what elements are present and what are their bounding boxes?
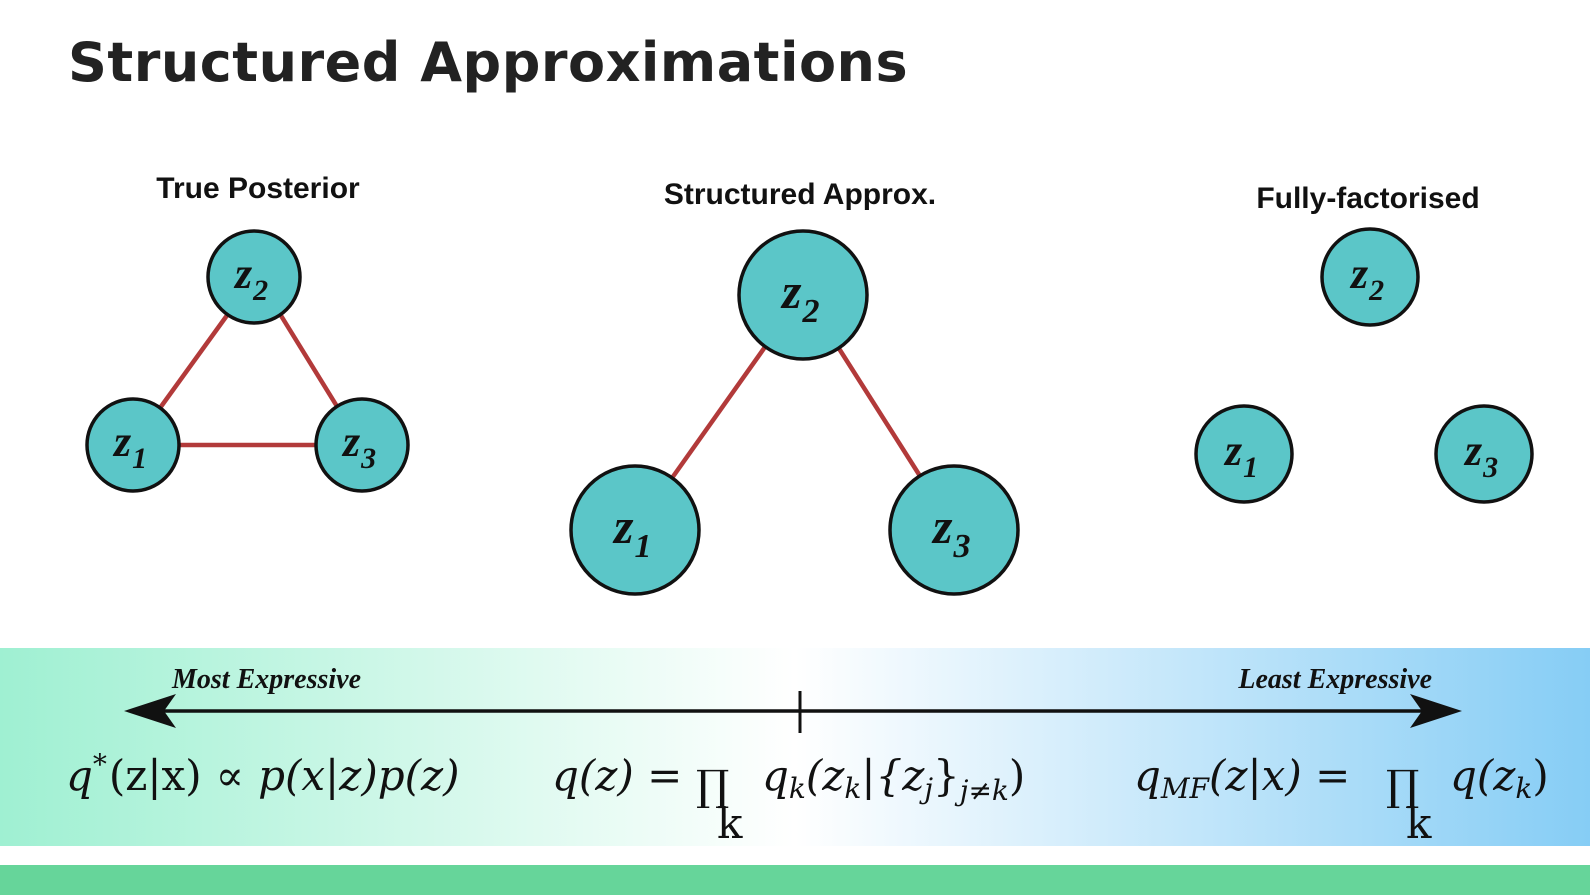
most-expressive-label: Most Expressive — [171, 664, 361, 695]
node-z3: z3 — [314, 397, 410, 493]
node-circle — [888, 464, 1020, 596]
node-z2: z2 — [1320, 227, 1420, 327]
node-circle — [569, 464, 701, 596]
double-arrow — [124, 691, 1462, 733]
formula-structured: q(z) = — [552, 751, 682, 800]
product-limit: k — [1406, 799, 1432, 848]
node-z2: z2 — [737, 229, 869, 361]
node-circle — [1194, 404, 1294, 504]
least-expressive-label: Least Expressive — [1237, 664, 1432, 695]
edge-z2-z3 — [836, 345, 922, 478]
formula-true-posterior: q*(z|x)∝p(x|z)p(z) — [66, 748, 460, 800]
node-z2: z2 — [206, 229, 302, 325]
edge-z2-z3 — [278, 312, 340, 410]
formula-structured-rhs: qk(zk|{zj}j≠k) — [762, 751, 1025, 807]
product-limit: k — [717, 799, 743, 848]
arrow-head-left — [124, 694, 176, 728]
node-z3: z3 — [888, 464, 1020, 596]
node-z1: z1 — [569, 464, 701, 596]
node-z3: z3 — [1434, 404, 1534, 504]
node-z1: z1 — [1194, 404, 1294, 504]
node-label: z1 — [1223, 426, 1258, 484]
node-label: z3 — [341, 417, 376, 475]
node-label: z3 — [931, 498, 970, 565]
panel-title-structured-approx: Structured Approx. — [664, 178, 936, 211]
node-circle — [1434, 404, 1534, 504]
product-symbol: ∏ — [696, 761, 729, 810]
node-label: z2 — [233, 249, 268, 307]
expressiveness-band: Most Expressive Least Expressive q*(z|x)… — [0, 648, 1590, 848]
node-circle — [314, 397, 410, 493]
edge-z2-z1 — [670, 345, 767, 480]
node-label: z2 — [1349, 249, 1384, 307]
node-circle — [85, 397, 181, 493]
node-label: z1 — [112, 417, 147, 475]
node-z1: z1 — [85, 397, 181, 493]
panel-title-fully-factorised: Fully-factorised — [1256, 182, 1479, 215]
node-circle — [1320, 227, 1420, 327]
node-label: z1 — [612, 498, 651, 565]
slide-title: Structured Approximations — [68, 31, 909, 94]
formula-mean-field-rhs: q(zk) — [1450, 751, 1549, 805]
edge-z2-z1 — [158, 312, 230, 410]
arrow-head-right — [1410, 694, 1462, 728]
formula-mean-field: qMF(z|x) = — [1134, 751, 1350, 805]
panel-true-posterior: True Posterior z2 z1 z3 — [85, 172, 410, 493]
panel-structured-approx: Structured Approx. z2 z1 z3 — [569, 178, 1020, 596]
node-circle — [737, 229, 869, 361]
panel-fully-factorised: Fully-factorised z2 z1 z3 — [1194, 182, 1534, 504]
footer-bar — [0, 865, 1590, 895]
band-background — [0, 648, 1590, 846]
node-label: z3 — [1463, 426, 1498, 484]
product-symbol: ∏ — [1386, 761, 1419, 810]
node-circle — [206, 229, 302, 325]
node-label: z2 — [780, 263, 819, 330]
panel-title-true-posterior: True Posterior — [156, 172, 360, 205]
